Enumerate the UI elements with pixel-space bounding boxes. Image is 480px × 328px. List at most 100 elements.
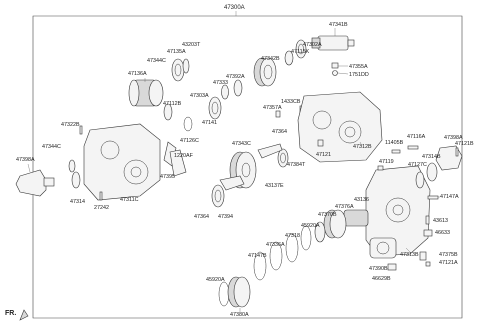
label-47303A: 47303A xyxy=(190,93,209,99)
label-47395: 47395 xyxy=(160,174,175,180)
label-43203T: 43203T xyxy=(182,42,201,48)
label-47147B: 47147B xyxy=(248,253,267,259)
label-47147A: 47147A xyxy=(440,194,459,200)
plate-47147B xyxy=(253,251,267,281)
bolt-47355A xyxy=(331,62,339,69)
flange-47398A-left xyxy=(15,169,55,197)
label-43136: 43136 xyxy=(354,197,369,203)
case-half-47311C xyxy=(83,123,161,201)
label-27242: 27242 xyxy=(94,205,109,211)
label-47112B: 47112B xyxy=(163,101,182,107)
clutch-hub-47380A xyxy=(227,276,251,308)
label-47121B: 47121B xyxy=(455,141,474,147)
label-47119: 47119 xyxy=(379,159,394,165)
plate-45920A-bottom xyxy=(218,281,230,307)
bearing-47135A xyxy=(171,58,185,82)
label-45920A-bottom: 45920A xyxy=(206,277,225,283)
leader-1751DD xyxy=(337,72,349,75)
fr-label: FR. xyxy=(5,310,16,317)
pin-11405B xyxy=(391,149,401,154)
label-47394: 47394 xyxy=(218,214,233,220)
bearing-47364-a xyxy=(277,148,289,168)
label-47376A: 47376A xyxy=(335,204,354,210)
label-45920A-mid: 45920A xyxy=(301,223,320,229)
front-direction-arrow xyxy=(19,309,29,321)
leader-47313B xyxy=(405,247,411,253)
seal-47314 xyxy=(71,171,81,189)
bolt-47322B xyxy=(79,125,83,135)
ring-43203T xyxy=(182,58,190,74)
hub-47370B xyxy=(314,221,326,243)
snap-ring-47141 xyxy=(183,116,193,132)
label-47375B: 47375B xyxy=(439,252,458,258)
actuator-43136 xyxy=(343,209,369,227)
label-47364-a: 47364 xyxy=(272,129,287,135)
seal-47115K xyxy=(284,50,294,66)
label-1220AF: 1220AF xyxy=(174,153,194,159)
label-11405B: 11405B xyxy=(385,140,404,146)
bolt-47116A xyxy=(407,145,419,150)
plate-47318 xyxy=(285,233,299,263)
gear-47342B xyxy=(253,57,277,87)
label-47364-b: 47364 xyxy=(194,214,209,220)
bearing-47314B xyxy=(426,162,438,182)
label-47336A: 47336A xyxy=(266,242,285,248)
label-47314: 47314 xyxy=(70,199,85,205)
label-47314B: 47314B xyxy=(422,154,441,160)
sensor-46633 xyxy=(423,229,433,237)
label-47313B: 47313B xyxy=(400,252,419,258)
seal-47127C xyxy=(415,171,425,189)
chain-guide-47394 xyxy=(219,175,245,191)
label-47333: 47333 xyxy=(213,80,228,86)
plug-47121 xyxy=(317,139,324,147)
bearing-47364-b xyxy=(211,184,225,208)
plug-47121A xyxy=(425,261,431,267)
label-1751DD: 1751DD xyxy=(349,72,369,78)
bolt-1751DD xyxy=(332,70,338,76)
ring-47112B xyxy=(163,103,173,121)
ring-47392A xyxy=(233,79,243,97)
label-47357A: 47357A xyxy=(263,105,282,111)
assembly-frame xyxy=(32,15,463,319)
label-47312B: 47312B xyxy=(353,144,372,150)
cover-47313B xyxy=(365,165,431,257)
label-1433CB: 1433CB xyxy=(281,99,301,105)
plate-45920A-mid xyxy=(300,225,312,251)
leader-47312B xyxy=(359,141,363,147)
label-47343C: 47343C xyxy=(232,141,251,147)
label-47355A: 47355A xyxy=(349,64,368,70)
bearing-47302A-top xyxy=(295,39,307,59)
ring-47333 xyxy=(221,84,229,100)
bolt-43613 xyxy=(425,215,430,225)
label-47115K: 47115K xyxy=(291,49,310,55)
label-47126C: 47126C xyxy=(180,138,199,144)
bearing-47303A xyxy=(208,96,222,120)
label-47121: 47121 xyxy=(316,152,331,158)
label-47342B: 47342B xyxy=(261,56,280,62)
pin-47121B xyxy=(455,147,459,157)
label-47116A: 47116A xyxy=(407,134,426,140)
label-47136A: 47136A xyxy=(128,71,147,77)
label-47318: 47318 xyxy=(285,233,300,239)
plate-47395 xyxy=(169,149,187,177)
label-47380A: 47380A xyxy=(230,312,249,318)
leader-47398A-left xyxy=(27,163,31,173)
gear-47136A xyxy=(128,79,164,107)
label-47392A: 47392A xyxy=(226,74,245,80)
label-47344C-left: 47344C xyxy=(42,144,61,150)
label-43613: 43613 xyxy=(433,218,448,224)
label-46633: 46633 xyxy=(435,230,450,236)
case-half-47312B xyxy=(297,91,383,163)
output-shaft-47341B xyxy=(311,35,355,51)
flange-47398A-right xyxy=(435,145,463,171)
bolt-27242 xyxy=(99,191,103,201)
assembly-label: 47300A xyxy=(224,5,245,11)
label-47135A: 47135A xyxy=(167,49,186,55)
bolt-47147A xyxy=(427,195,439,200)
label-47302A-top: 47302A xyxy=(303,42,322,48)
label-43137E: 43137E xyxy=(265,183,284,189)
chain-guide-43137E xyxy=(257,143,283,159)
motor-47390B xyxy=(369,237,397,259)
label-47311C: 47311C xyxy=(120,197,139,203)
